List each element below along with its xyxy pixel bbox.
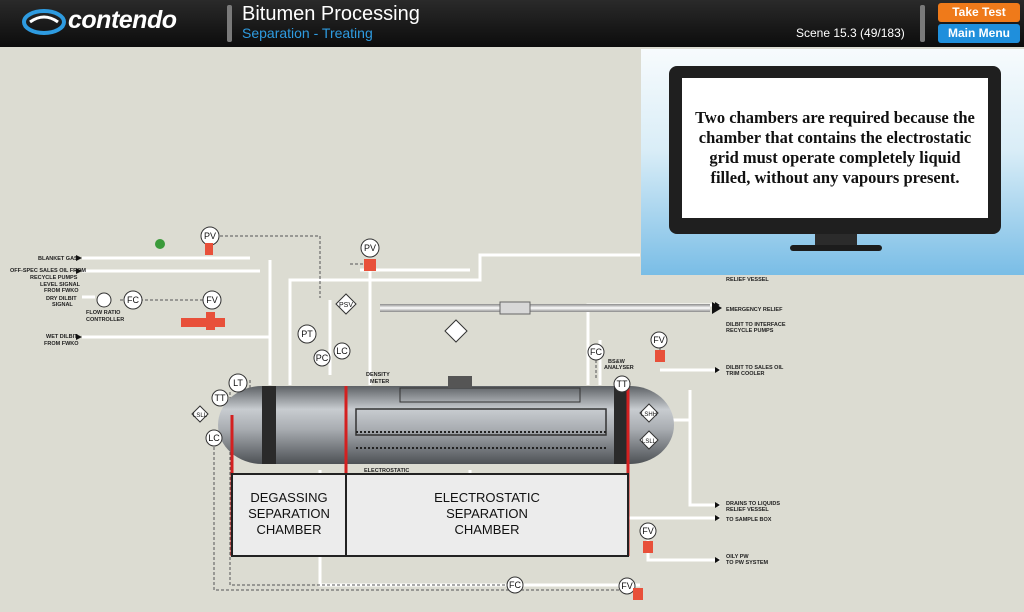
svg-text:PC: PC xyxy=(316,353,329,363)
tt-instrument-left[interactable]: TT xyxy=(211,389,229,407)
density-label-2: METER xyxy=(370,379,389,385)
svg-text:LSLL: LSLL xyxy=(642,439,657,445)
tt-instrument-right[interactable]: TT xyxy=(613,375,631,393)
svg-text:FC: FC xyxy=(590,347,602,357)
lc-instrument-bottom[interactable]: LC xyxy=(205,429,223,447)
lc-instrument-top[interactable]: LC xyxy=(333,342,351,360)
density-meter-instrument[interactable] xyxy=(444,319,468,343)
density-label-1: DENSITY xyxy=(366,372,390,378)
fc-instrument-right[interactable]: FC xyxy=(587,343,605,361)
svg-text:PV: PV xyxy=(364,243,376,253)
level-signal-label-2: FROM FWKO xyxy=(44,288,79,294)
header-divider xyxy=(227,5,232,42)
degassing-label-3: CHAMBER xyxy=(256,522,321,537)
svg-text:LSHH: LSHH xyxy=(641,412,657,418)
sales-label-2: TRIM COOLER xyxy=(726,371,765,377)
degassing-chamber-box xyxy=(231,473,347,557)
wet-dilbit-label-1: WET DILBIT xyxy=(46,334,78,340)
svg-text:PT: PT xyxy=(301,329,313,339)
svg-text:TT: TT xyxy=(215,393,226,403)
svg-text:LC: LC xyxy=(208,433,220,443)
fv-instrument-right[interactable]: FV xyxy=(650,331,668,349)
svg-text:PSV: PSV xyxy=(339,302,353,309)
electrostatic-label-1: ELECTROSTATIC xyxy=(434,490,540,505)
interface-label-2: RECYCLE PUMPS xyxy=(726,328,774,334)
page-subtitle: Separation - Treating xyxy=(242,25,373,41)
lsll-instrument-right[interactable]: LSLL xyxy=(639,430,659,450)
fc-instrument-bottom[interactable]: FC xyxy=(506,576,524,594)
pc-instrument[interactable]: PC xyxy=(313,349,331,367)
flow-arrows xyxy=(76,255,722,563)
dry-dilbit-label-1: DRY DILBIT xyxy=(46,296,77,302)
pv-instrument-top[interactable]: PV xyxy=(200,226,220,246)
bsw-label-1: BS&W xyxy=(608,359,626,365)
sample-box-label: TO SAMPLE BOX xyxy=(726,517,772,523)
electrostatic-chamber-box xyxy=(345,473,629,557)
dry-dilbit-label-2: SIGNAL xyxy=(52,302,73,308)
emergency-relief-pipe xyxy=(380,304,710,312)
frc-label-2: CONTROLLER xyxy=(86,317,124,323)
pt-instrument[interactable]: PT xyxy=(297,324,317,344)
fc-instrument-left[interactable]: FC xyxy=(123,290,143,310)
relief-vessel-label: RELIEF VESSEL xyxy=(726,277,769,283)
electrostatic-label-2: SEPARATION xyxy=(446,506,528,521)
svg-text:FC: FC xyxy=(127,295,139,305)
electrostatic-label-3: CHAMBER xyxy=(454,522,519,537)
svg-text:LC: LC xyxy=(336,346,348,356)
logo-text: contendo xyxy=(68,6,177,34)
drains-label-1: DRAINS TO LIQUIDS xyxy=(726,501,780,507)
svg-text:FV: FV xyxy=(653,335,665,345)
oily-pw-label-1: OILY PW xyxy=(726,554,749,560)
fv-instrument-left[interactable]: FV xyxy=(202,290,222,310)
blanket-gas-label: BLANKET GAS xyxy=(38,256,78,262)
svg-text:FV: FV xyxy=(621,581,633,591)
svg-text:LSLL: LSLL xyxy=(193,413,208,419)
degassing-label-1: DEGASSING xyxy=(250,490,327,505)
monitor-screen: Two chambers are required because the ch… xyxy=(682,78,988,218)
relief-pipe-fitting xyxy=(499,301,531,315)
interface-label-1: DILBIT TO INTERFACE xyxy=(726,322,786,328)
wet-dilbit-label-2: FROM FWKO xyxy=(44,341,79,347)
offspec-label-1: OFF-SPEC SALES OIL FROM xyxy=(10,268,86,274)
separator-vessel xyxy=(218,376,674,464)
drains-label-2: RELIEF VESSEL xyxy=(726,507,769,513)
svg-text:TT: TT xyxy=(617,379,628,389)
contendo-logo-icon xyxy=(22,9,66,35)
electrostatic-grid-label: ELECTROSTATIC xyxy=(364,468,409,474)
main-menu-button[interactable]: Main Menu xyxy=(938,24,1020,43)
lsll-instrument[interactable]: LSLL xyxy=(191,405,209,423)
flow-ratio-controller[interactable] xyxy=(96,292,112,308)
sales-label-1: DILBIT TO SALES OIL xyxy=(726,365,784,371)
fv-instrument-bottom[interactable]: FV xyxy=(618,577,636,595)
monitor-base xyxy=(790,245,882,251)
bsw-label-2: ANALYSER xyxy=(604,365,634,371)
monitor-frame: Two chambers are required because the ch… xyxy=(669,66,1001,234)
page-title: Bitumen Processing xyxy=(242,3,420,25)
oily-pw-label-2: TO PW SYSTEM xyxy=(726,560,768,566)
level-signal-label-1: LEVEL SIGNAL xyxy=(40,282,81,288)
svg-text:PV: PV xyxy=(204,231,216,241)
explanation-text: Two chambers are required because the ch… xyxy=(695,108,975,187)
fv-instrument-bottom-right[interactable]: FV xyxy=(639,522,657,540)
psv-instrument[interactable]: PSV xyxy=(335,293,357,315)
take-test-button[interactable]: Take Test xyxy=(938,3,1020,22)
scene-counter: Scene 15.3 (49/183) xyxy=(796,26,905,40)
degassing-label-2: SEPARATION xyxy=(248,506,330,521)
valves xyxy=(155,239,665,600)
svg-text:FV: FV xyxy=(206,295,218,305)
offspec-label-2: RECYCLE PUMPS xyxy=(30,275,78,281)
emergency-relief-label: EMERGENCY RELIEF xyxy=(726,307,783,313)
monitor-neck xyxy=(815,234,857,246)
svg-text:FV: FV xyxy=(642,526,654,536)
top-bar: contendo Bitumen Processing Separation -… xyxy=(0,0,1024,47)
svg-text:LT: LT xyxy=(233,378,243,388)
frc-label-1: FLOW RATIO xyxy=(86,310,121,316)
pv-instrument-mid[interactable]: PV xyxy=(360,238,380,258)
svg-text:FC: FC xyxy=(509,580,521,590)
header-divider-right xyxy=(920,5,925,42)
lshh-instrument[interactable]: LSHH xyxy=(639,403,659,423)
lt-instrument[interactable]: LT xyxy=(228,373,248,393)
